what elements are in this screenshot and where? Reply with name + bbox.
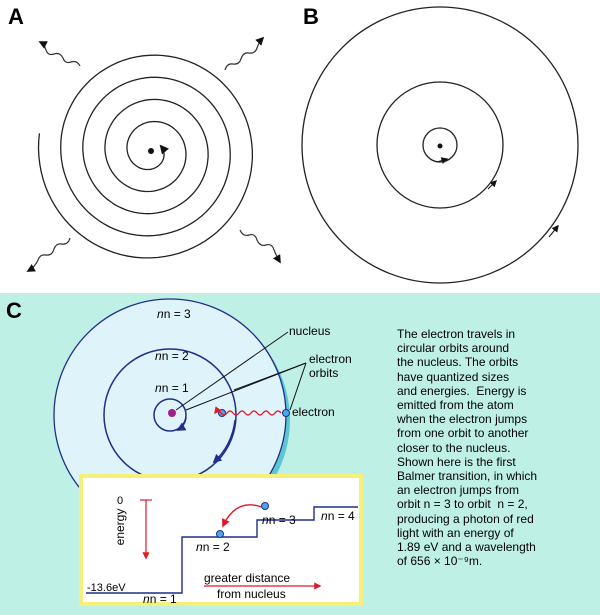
arrow-n1: [176, 416, 187, 431]
level-label-n3: nn = 3: [262, 513, 296, 527]
callout-electron-orbits-1: electron: [309, 352, 352, 366]
orbit-b-middle: [376, 81, 504, 209]
panel-c-label: C: [6, 298, 22, 323]
arrow-orbit-outer: [548, 224, 559, 238]
photon-wave: [214, 406, 282, 416]
panel-a-label: A: [8, 4, 24, 29]
orbit-c-n1: [153, 398, 187, 432]
distance-label-1: greater distance: [204, 571, 290, 585]
panel-b-label: B: [303, 4, 319, 29]
level-label-n4-text: n = 4: [328, 509, 355, 523]
electron-level-3: [261, 502, 269, 510]
nucleus-c: [168, 409, 176, 417]
wavy-arrow-bottom-right: [239, 229, 281, 264]
callout-lines: [175, 331, 307, 411]
level-label-n4: nn = 4: [321, 509, 355, 523]
orbit-label-n2: nn = 2: [155, 349, 189, 363]
arrow-n2: [212, 419, 236, 464]
description-text: The electron travels in circular orbits …: [397, 327, 538, 569]
wavy-arrow-top-left: [38, 41, 81, 67]
energy-min-label: -13.6eV: [87, 582, 126, 594]
wavy-arrow-top-right: [224, 36, 265, 71]
arrow-orbit-inner: [436, 157, 449, 164]
arrow-orbit-middle: [487, 180, 497, 190]
orbit-label-n1-text: n = 1: [162, 381, 189, 395]
callout-electron-orbits-2: orbits: [309, 366, 338, 380]
nucleus-a: [148, 148, 154, 154]
bohr-orbits-b: [301, 6, 579, 284]
level-label-n2-text: n = 2: [203, 540, 230, 554]
nucleus-b: [437, 143, 443, 149]
level-label-n1-text: n = 1: [150, 592, 177, 606]
electron-level-2: [216, 530, 224, 538]
radiation-arrows: [26, 36, 281, 272]
orbit-b-inner: [422, 127, 458, 163]
level-label-n2: nn = 2: [196, 540, 230, 554]
distance-label-2: from nucleus: [217, 587, 286, 601]
energy-staircase: [86, 506, 358, 594]
transition-arrow: [222, 504, 263, 528]
orbit-label-n1: nn = 1: [155, 381, 189, 395]
wavy-arrow-bottom-left: [26, 237, 71, 272]
energy-axis-label: energy: [113, 509, 127, 546]
orbit-label-n3-text: n = 3: [164, 307, 191, 321]
level-label-n1: nn = 1: [143, 592, 177, 606]
electron-n3: [282, 409, 290, 417]
orbit-label-n2-text: n = 2: [162, 349, 189, 363]
level-label-n3-text: n = 3: [269, 513, 296, 527]
callout-electron: electron: [292, 405, 335, 419]
orbit-b-outer: [301, 6, 579, 284]
callout-nucleus: nucleus: [289, 324, 330, 338]
orbit-label-n3: nn = 3: [157, 307, 191, 321]
spiral-orbit: [37, 54, 254, 259]
energy-zero-label: 0: [117, 495, 123, 507]
